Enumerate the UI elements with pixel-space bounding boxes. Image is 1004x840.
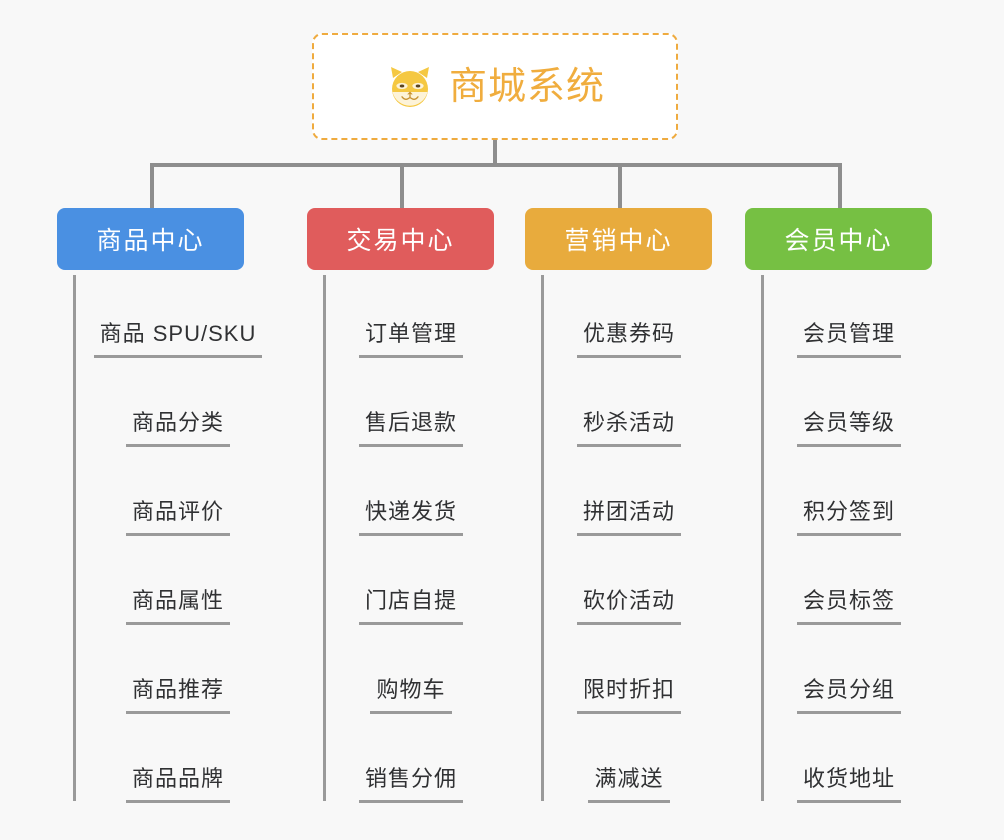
leaf-label: 限时折扣: [576, 672, 681, 714]
list-item[interactable]: 商品评价: [73, 453, 283, 542]
branch-column-3: 优惠券码 秒杀活动 拼团活动 砍价活动 限时折扣 满减送: [541, 275, 717, 809]
connector-horizontal-bus: [150, 163, 842, 167]
category-box-2[interactable]: 交易中心: [307, 208, 494, 270]
list-item[interactable]: 收货地址: [761, 720, 937, 809]
leaf-label: 会员标签: [796, 583, 901, 625]
branch-spine-3: [541, 275, 544, 801]
list-item[interactable]: 会员标签: [761, 542, 937, 631]
leaf-label: 砍价活动: [576, 583, 681, 625]
connector-drop-4: [838, 163, 842, 210]
connector-drop-3: [618, 163, 622, 210]
list-item[interactable]: 商品分类: [73, 364, 283, 453]
shiba-dog-face-icon: [390, 66, 429, 107]
leaf-label: 积分签到: [796, 494, 901, 536]
list-item[interactable]: 订单管理: [323, 275, 499, 364]
leaf-label: 商品 SPU/SKU: [93, 316, 263, 358]
list-item[interactable]: 限时折扣: [541, 631, 717, 720]
leaf-label: 销售分佣: [358, 761, 463, 803]
category-box-1[interactable]: 商品中心: [57, 208, 244, 270]
category-label-4: 会员中心: [784, 227, 893, 255]
leaf-list-4: 会员管理 会员等级 积分签到 会员标签 会员分组 收货地址: [761, 275, 937, 809]
leaf-label: 快递发货: [358, 494, 463, 536]
list-item[interactable]: 会员等级: [761, 364, 937, 453]
leaf-list-3: 优惠券码 秒杀活动 拼团活动 砍价活动 限时折扣 满减送: [541, 275, 717, 809]
connector-drop-1: [150, 163, 154, 210]
list-item[interactable]: 商品品牌: [73, 720, 283, 809]
leaf-label: 商品属性: [125, 583, 230, 625]
leaf-label: 会员等级: [796, 405, 901, 447]
leaf-label: 秒杀活动: [576, 405, 681, 447]
category-label-3: 营销中心: [564, 227, 673, 255]
leaf-list-1: 商品 SPU/SKU 商品分类 商品评价 商品属性 商品推荐 商品品牌: [73, 275, 283, 809]
leaf-list-2: 订单管理 售后退款 快递发货 门店自提 购物车 销售分佣: [323, 275, 499, 809]
leaf-label: 商品品牌: [125, 761, 230, 803]
leaf-label: 购物车: [370, 672, 452, 714]
root-node-mall-system[interactable]: 商城系统: [312, 33, 678, 140]
list-item[interactable]: 快递发货: [323, 453, 499, 542]
list-item[interactable]: 门店自提: [323, 542, 499, 631]
branch-column-2: 订单管理 售后退款 快递发货 门店自提 购物车 销售分佣: [323, 275, 499, 809]
branch-spine-2: [323, 275, 326, 801]
branch-spine-4: [761, 275, 764, 801]
branch-column-4: 会员管理 会员等级 积分签到 会员标签 会员分组 收货地址: [761, 275, 937, 809]
list-item[interactable]: 会员分组: [761, 631, 937, 720]
list-item[interactable]: 拼团活动: [541, 453, 717, 542]
list-item[interactable]: 满减送: [541, 720, 717, 809]
leaf-label: 门店自提: [358, 583, 463, 625]
category-label-1: 商品中心: [96, 227, 205, 255]
list-item[interactable]: 商品推荐: [73, 631, 283, 720]
leaf-label: 订单管理: [358, 316, 463, 358]
list-item[interactable]: 秒杀活动: [541, 364, 717, 453]
leaf-label: 优惠券码: [576, 316, 681, 358]
leaf-label: 满减送: [588, 761, 670, 803]
list-item[interactable]: 售后退款: [323, 364, 499, 453]
leaf-label: 拼团活动: [576, 494, 681, 536]
leaf-label: 售后退款: [358, 405, 463, 447]
list-item[interactable]: 商品 SPU/SKU: [73, 275, 283, 364]
leaf-label: 商品推荐: [125, 672, 230, 714]
list-item[interactable]: 积分签到: [761, 453, 937, 542]
leaf-label: 商品评价: [125, 494, 230, 536]
category-box-4[interactable]: 会员中心: [745, 208, 932, 270]
branch-spine-1: [73, 275, 76, 801]
category-box-3[interactable]: 营销中心: [525, 208, 712, 270]
list-item[interactable]: 优惠券码: [541, 275, 717, 364]
connector-drop-2: [400, 163, 404, 210]
list-item[interactable]: 砍价活动: [541, 542, 717, 631]
list-item[interactable]: 商品属性: [73, 542, 283, 631]
list-item[interactable]: 购物车: [323, 631, 499, 720]
leaf-label: 商品分类: [125, 405, 230, 447]
connector-root-stem: [493, 140, 497, 165]
category-label-2: 交易中心: [346, 227, 455, 255]
root-node-title: 商城系统: [448, 65, 605, 108]
leaf-label: 收货地址: [796, 761, 901, 803]
list-item[interactable]: 会员管理: [761, 275, 937, 364]
leaf-label: 会员管理: [796, 316, 901, 358]
list-item[interactable]: 销售分佣: [323, 720, 499, 809]
leaf-label: 会员分组: [796, 672, 901, 714]
branch-column-1: 商品 SPU/SKU 商品分类 商品评价 商品属性 商品推荐 商品品牌: [73, 275, 283, 809]
